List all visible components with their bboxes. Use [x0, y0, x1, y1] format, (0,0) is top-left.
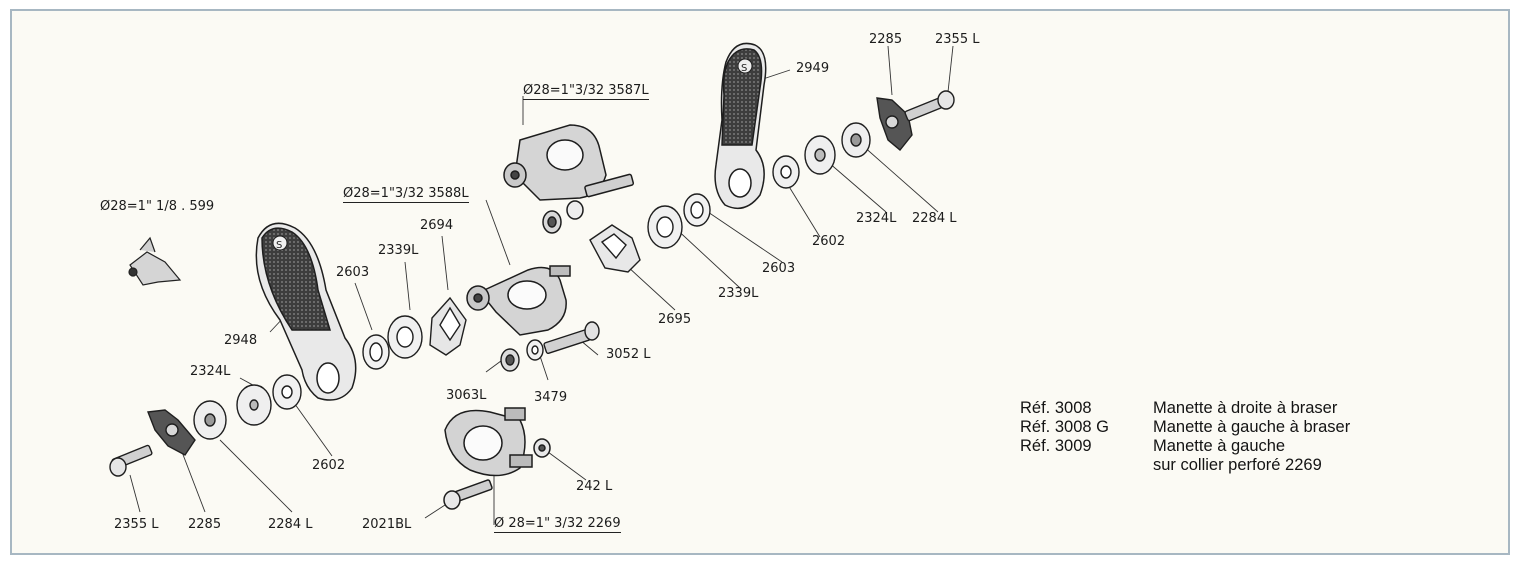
label-2285-left: 2285 [188, 517, 222, 532]
lever-logo-icon-right: S [741, 63, 747, 74]
label-2602-right: 2602 [812, 234, 846, 249]
label-3063L: 3063L [446, 388, 487, 403]
label-2355L-right: 2355 L [935, 32, 980, 47]
legend-desc: Manette à gauche [1153, 437, 1286, 455]
label-2355L-left: 2355 L [114, 517, 159, 532]
legend-desc: Manette à gauche à braser [1153, 418, 1351, 436]
right-small-parts [772, 90, 955, 189]
label-2949: 2949 [796, 61, 830, 76]
reference-legend: Réf. 3008 Manette à droite à braser Réf. … [1020, 399, 1350, 475]
label-2603-left: 2603 [336, 265, 370, 280]
label-2285-right: 2285 [869, 32, 903, 47]
label-2021BL: 2021BL [362, 517, 412, 532]
legend-row: Réf. 3008 G Manette à gauche à braser [1020, 418, 1350, 437]
label-2695: 2695 [658, 312, 692, 327]
label-2269: Ø 28=1" 3/32 2269 [494, 516, 621, 533]
label-2284L-left: 2284 L [268, 517, 313, 532]
bolt-3052L-set [500, 321, 600, 372]
label-3588L: Ø28=1"3/32 3588L [343, 186, 469, 203]
legend-ref: Réf. 3008 [1020, 399, 1092, 417]
label-242L: 242 L [576, 479, 613, 494]
label-3479: 3479 [534, 390, 568, 405]
part-599-clip [128, 236, 182, 286]
legend-ref [1020, 456, 1153, 475]
clamp-2269-set [443, 407, 551, 510]
legend-desc: sur collier perforé 2269 [1153, 456, 1322, 474]
legend-desc: Manette à droite à braser [1153, 399, 1338, 417]
label-2324L-left: 2324L [190, 364, 231, 379]
right-washers [589, 193, 711, 273]
legend-row: Réf. 3009 Manette à gauche [1020, 437, 1350, 456]
label-2339L-right: 2339L [718, 286, 759, 301]
label-2694: 2694 [420, 218, 454, 233]
label-3587L: Ø28=1"3/32 3587L [523, 83, 649, 100]
label-2948: 2948 [224, 333, 258, 348]
legend-row: sur collier perforé 2269 [1020, 456, 1350, 475]
label-2603-right: 2603 [762, 261, 796, 276]
lever-2948: S [255, 222, 357, 401]
clamp-3587L [503, 124, 635, 234]
label-599: Ø28=1" 1/8 . 599 [100, 199, 215, 214]
label-2602-left: 2602 [312, 458, 346, 473]
lever-2949: S [714, 42, 767, 210]
label-2284L-right: 2284 L [912, 211, 957, 226]
label-2339L-left: 2339L [378, 243, 419, 258]
legend-row: Réf. 3008 Manette à droite à braser [1020, 399, 1350, 418]
label-2324L-right: 2324L [856, 211, 897, 226]
legend-ref: Réf. 3009 [1020, 437, 1092, 455]
center-washers [362, 296, 467, 370]
label-3052L: 3052 L [606, 347, 651, 362]
legend-ref: Réf. 3008 G [1020, 418, 1109, 436]
left-small-parts [109, 374, 302, 477]
clamp-3588L [466, 265, 571, 336]
lever-logo-icon: S [276, 240, 282, 251]
